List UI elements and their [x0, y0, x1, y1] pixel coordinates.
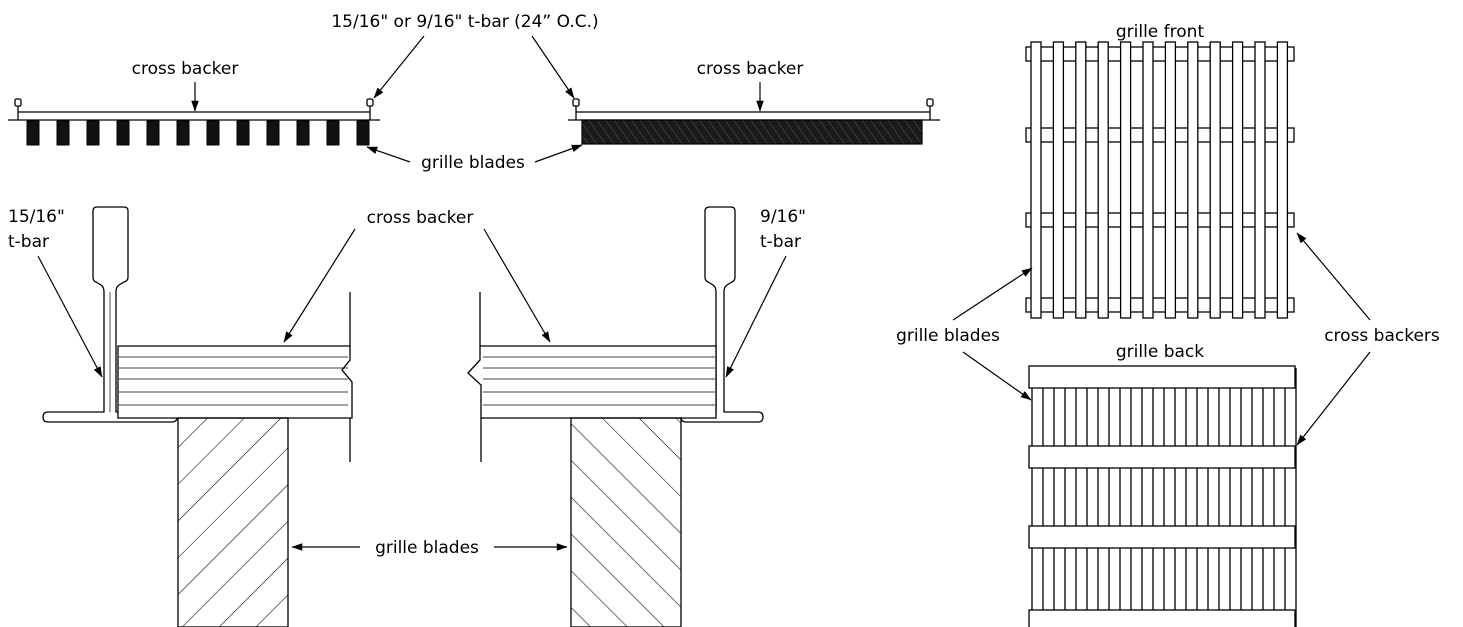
solid-grille-blades [581, 119, 923, 145]
small-blade [146, 120, 160, 146]
front-blade [1276, 41, 1289, 319]
cross-backer-bar [1028, 365, 1296, 389]
cross-backers-side-leader-top [1296, 232, 1371, 321]
tbar-15-16-leader [37, 255, 103, 378]
front-blade [1164, 41, 1177, 319]
cross-backer-detail-leader-right [483, 228, 551, 343]
front-blade [1187, 41, 1199, 319]
front-blade [1097, 41, 1109, 319]
front-blade [1209, 41, 1221, 319]
tbar-9-16-profile [680, 206, 764, 423]
tbar-note-leader-left [373, 35, 425, 99]
tbar-bulb-left-b [366, 98, 374, 107]
small-blade [326, 120, 340, 146]
grille-blades-side-leader-bottom [962, 351, 1032, 401]
tbar-note-leader-right [531, 35, 575, 99]
cross-backer-bar [1028, 525, 1296, 549]
grille-blades-top-leader-right [534, 144, 583, 163]
small-blade [56, 120, 70, 146]
top-right-elevation [568, 98, 940, 145]
small-blade [206, 120, 220, 146]
tbar-9-16-label-line2: t-bar [760, 232, 801, 252]
cross-backer-bar [1028, 609, 1296, 627]
grille-blades-top-label: grille blades [421, 153, 525, 173]
cross-backer-left [117, 345, 353, 419]
grille-blades-detail-label: grille blades [375, 538, 479, 558]
small-blade [266, 120, 280, 146]
small-blade [116, 120, 130, 146]
grille-front-label: grille front [1116, 22, 1205, 42]
front-blade [1254, 41, 1266, 319]
tbar-15-16-label-line2: t-bar [8, 232, 49, 252]
cross-backer-bar [1028, 445, 1296, 469]
small-blade [236, 120, 250, 146]
cross-backer-bar [1025, 297, 1295, 313]
grille-back-drawing [1028, 365, 1297, 627]
cross-backer-right-grain [483, 356, 715, 406]
cross-backers-side-label: cross backers [1324, 326, 1440, 346]
grille-front-drawing [1025, 41, 1295, 319]
top-left-elevation [8, 98, 380, 146]
grille-blade-section-right [570, 417, 682, 627]
front-blade [1142, 41, 1154, 319]
small-blade [356, 120, 370, 146]
cross-backer-detail-leader-left [283, 228, 356, 343]
cross-backer-bar [1025, 127, 1295, 143]
small-blade [86, 120, 100, 146]
front-blade [1075, 41, 1087, 319]
small-grille-blades [26, 120, 370, 146]
detail-right [467, 206, 764, 627]
cross-backer-top-right-label: cross backer [697, 59, 804, 79]
cross-backer-right [467, 345, 717, 419]
grille-blades-side-leader-top [952, 267, 1033, 321]
tbar-bulb-left-a [14, 98, 22, 107]
tbar-bulb-right-b [926, 98, 934, 107]
cross-backer-left-grain [119, 356, 348, 406]
front-blade [1119, 41, 1132, 319]
tbar-9-16-leader [725, 255, 787, 378]
front-blade [1052, 41, 1065, 319]
grille-blades-side-label: grille blades [896, 326, 1000, 346]
small-blade [296, 120, 310, 146]
detail-left [42, 206, 353, 627]
cross-backer-bar [1025, 212, 1295, 228]
front-blade [1231, 41, 1244, 319]
cross-backer-detail-label: cross backer [367, 208, 474, 228]
small-blade [26, 120, 40, 146]
tbar-note-label: 15/16" or 9/16" t-bar (24” O.C.) [331, 12, 598, 32]
grille-back-label: grille back [1116, 342, 1204, 362]
grille-blade-section-left [177, 417, 289, 627]
grille-blades-top-leader-left [366, 146, 411, 163]
small-blade [176, 120, 190, 146]
cross-backer-top-left-label: cross backer [132, 59, 239, 79]
cross-backers-side-leader-bottom [1296, 351, 1371, 446]
tbar-9-16-label-line1: 9/16" [760, 207, 806, 227]
front-blade [1030, 41, 1042, 319]
tbar-bulb-right-a [572, 98, 580, 107]
cross-backer-bar [1025, 46, 1295, 62]
tbar-15-16-label-line1: 15/16" [8, 207, 65, 227]
